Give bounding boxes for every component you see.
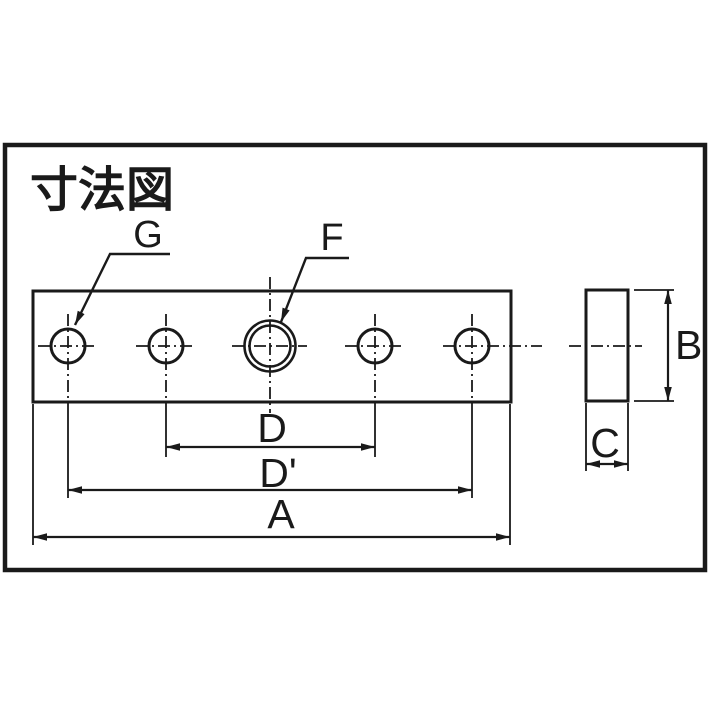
hole-2: [147, 327, 185, 365]
dim-d-arrow-right: [361, 443, 375, 451]
dimension-c: C: [585, 403, 629, 471]
hole-4: [356, 327, 394, 365]
label-d-prime: D': [259, 450, 296, 496]
hole-1: [49, 327, 87, 365]
drawing-frame: [2, 142, 708, 573]
dimension-b: B: [634, 289, 702, 402]
leader-g-line: [73, 252, 170, 326]
label-g: G: [133, 214, 163, 256]
dimension-a: A: [33, 491, 510, 541]
leader-f-arrowhead: [281, 307, 290, 322]
dimension-d: D: [166, 405, 375, 451]
side-view: B C: [569, 288, 702, 471]
dim-d-prime-arrow-right: [458, 486, 472, 494]
leader-g: G: [73, 214, 170, 326]
dim-d-arrow-left: [166, 443, 180, 451]
label-f: F: [320, 217, 343, 259]
label-d: D: [257, 405, 287, 451]
dim-a-arrow-left: [33, 533, 47, 541]
drawing-title: 寸法図: [30, 164, 174, 217]
leader-f: F: [279, 217, 349, 323]
label-b: B: [675, 322, 702, 368]
dim-c-arrow-left: [586, 460, 600, 468]
center-threaded-hole-inner: [248, 324, 292, 368]
leader-f-line: [279, 256, 349, 323]
dimension-d-prime: D': [68, 450, 472, 496]
front-view: G F D: [31, 214, 542, 545]
label-c: C: [590, 420, 620, 466]
dim-c-arrow-right: [614, 460, 628, 468]
hole-5: [453, 327, 491, 365]
center-threaded-hole-outer: [243, 319, 297, 373]
label-a: A: [267, 491, 295, 537]
dim-a-arrow-right: [496, 533, 510, 541]
dim-d-prime-arrow-left: [68, 486, 82, 494]
dim-b-arrow-top: [664, 290, 672, 304]
side-view-outline: [584, 288, 630, 403]
dim-b-arrow-bottom: [664, 387, 672, 401]
leader-g-arrowhead: [75, 310, 85, 325]
